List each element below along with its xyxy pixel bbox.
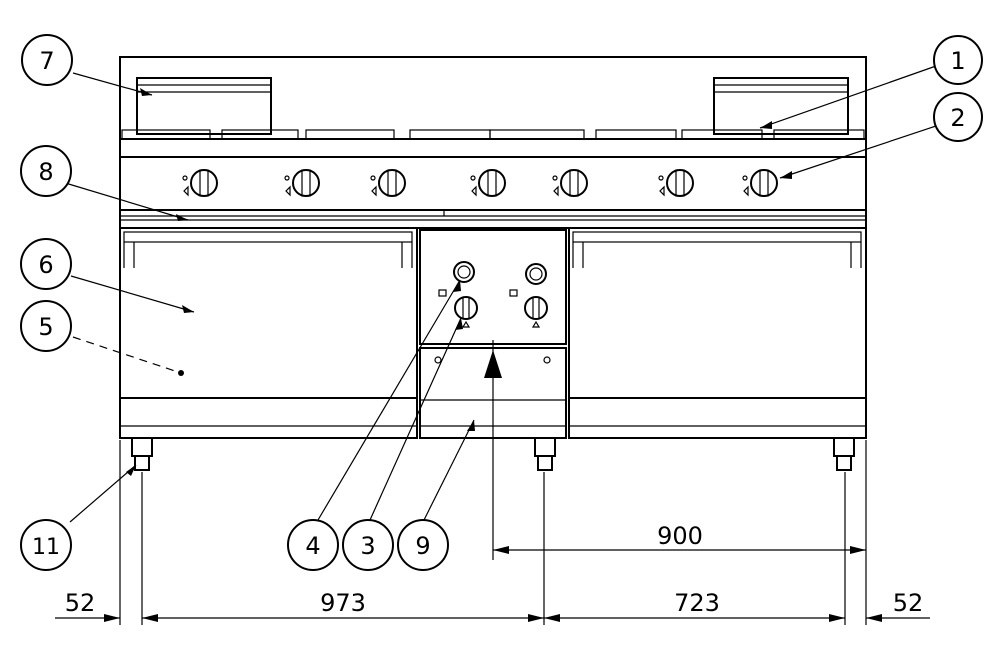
hob-knobs — [182, 169, 778, 197]
callout-9: 9 — [397, 519, 449, 571]
leader-lines — [61, 65, 937, 523]
oven-pilot-dot — [178, 370, 184, 376]
knob-icon — [284, 169, 320, 197]
svg-text:1: 1 — [950, 47, 965, 75]
thermostat-knob-icon — [524, 296, 548, 328]
dimension-left-52: 52 — [65, 589, 96, 617]
symbol-square-icon — [438, 289, 447, 297]
range-body — [119, 56, 867, 471]
back-splash — [119, 56, 867, 140]
thermostat-knob-icon — [454, 296, 478, 328]
dimension-973: 973 — [320, 589, 366, 617]
knob-icon — [182, 169, 218, 197]
svg-text:11: 11 — [32, 535, 60, 560]
foot-left — [131, 437, 153, 471]
knob-icon — [742, 169, 778, 197]
svg-text:7: 7 — [39, 47, 54, 75]
svg-text:8: 8 — [38, 158, 53, 186]
callout-6: 6 — [20, 238, 72, 290]
svg-text:9: 9 — [415, 532, 430, 560]
svg-text:6: 6 — [38, 251, 53, 279]
callout-1: 1 — [933, 35, 983, 85]
foot-right — [833, 437, 855, 471]
knob-icon — [658, 169, 694, 197]
callout-5: 5 — [20, 300, 72, 352]
center-control-block — [419, 229, 567, 345]
dimension-723: 723 — [674, 589, 720, 617]
knob-icon — [552, 169, 588, 197]
right-oven-door — [568, 227, 867, 399]
hob-top — [119, 138, 867, 158]
callout-2: 2 — [933, 92, 983, 142]
callout-8: 8 — [20, 145, 72, 197]
svg-text:5: 5 — [38, 313, 53, 341]
callout-11: 11 — [20, 519, 72, 571]
right-plinth — [568, 397, 867, 439]
foot-center — [534, 437, 556, 471]
callout-4: 4 — [287, 519, 339, 571]
knob-icon — [470, 169, 506, 197]
indicator-lamp-icon — [525, 263, 547, 285]
svg-text:3: 3 — [360, 532, 375, 560]
symbol-square-icon — [509, 289, 518, 297]
dimension-900: 900 — [657, 522, 703, 550]
indicator-lamp-icon — [453, 261, 475, 283]
svg-text:2: 2 — [950, 104, 965, 132]
left-oven-door — [119, 227, 418, 399]
svg-text:4: 4 — [305, 532, 320, 560]
front-rail — [119, 209, 867, 229]
knob-icon — [370, 169, 406, 197]
left-plinth — [119, 397, 418, 439]
center-arrow-icon — [484, 350, 502, 378]
left-burner-box — [136, 77, 272, 135]
dimensions: 900 52 973 723 52 — [55, 340, 930, 625]
callout-3: 3 — [342, 519, 394, 571]
grate — [121, 129, 865, 140]
dimension-right-52: 52 — [893, 589, 924, 617]
callouts: 7 1 2 8 6 5 4 3 — [20, 34, 983, 571]
oven-controls — [438, 261, 548, 328]
right-burner-box — [713, 77, 849, 135]
callout-7: 7 — [21, 34, 73, 86]
